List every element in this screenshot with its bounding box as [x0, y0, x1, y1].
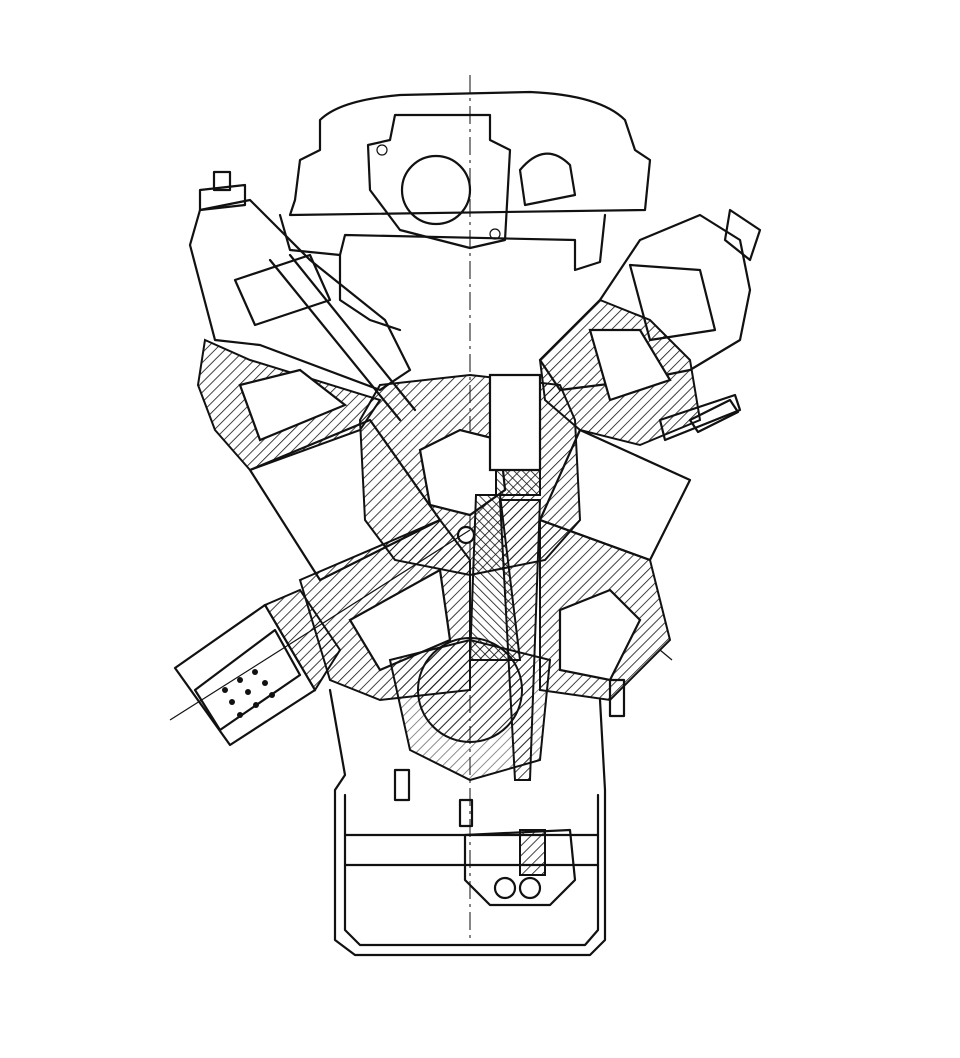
bolts — [393, 649, 673, 828]
oil-filter-icon — [169, 529, 471, 747]
piston-and-rod — [388, 494, 552, 782]
engine-block — [248, 373, 692, 702]
intake-manifold — [278, 90, 652, 332]
oil-pan — [328, 688, 607, 957]
spark-plug-icon — [688, 398, 740, 434]
oil-pump-icon — [463, 828, 577, 907]
left-cylinder-head — [188, 170, 417, 472]
right-cylinder-head — [538, 208, 762, 447]
